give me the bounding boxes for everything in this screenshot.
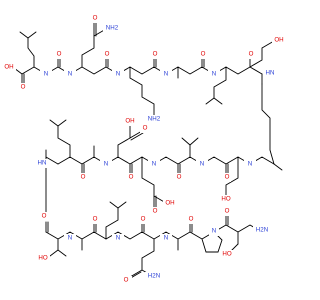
- ala-carbonyl-label: O: [201, 51, 206, 58]
- asp-carbonyl-label: O: [129, 174, 134, 181]
- amide-n-2: N: [68, 71, 72, 78]
- lys-amine-label: NH2: [148, 116, 161, 123]
- amide-n-12: N: [164, 235, 168, 242]
- leu2-amide-label: HN: [38, 160, 47, 167]
- amide-n-11: N: [116, 235, 120, 242]
- ala3-carbonyl-label: O: [93, 216, 98, 223]
- ser1-hydroxyl-label: OH: [274, 37, 283, 44]
- gly-carbonyl-label: O: [57, 51, 62, 58]
- thr-carbonyl-label: O: [42, 213, 47, 220]
- glu-side-carbonyl-label: O: [153, 208, 158, 215]
- amide-n-6: N: [104, 161, 108, 168]
- gln1-side-amide-label: NH2: [106, 25, 119, 32]
- asp-side-carbonyl-label: O: [143, 125, 148, 132]
- glu-carbonyl-label: O: [177, 174, 182, 181]
- peptide-structure-diagram: OH O O O O O O N N N N N O NH2 NH2: [2, 14, 286, 285]
- asp-side-hydroxyl-label: OH: [125, 118, 134, 125]
- gln3-side-amide-label: H2N: [148, 273, 160, 280]
- leu-carbonyl-label: O: [249, 51, 254, 58]
- amide-n-4: N: [164, 71, 168, 78]
- c-terminal-hydroxyl-label: OH: [4, 64, 13, 71]
- ser1-amide-label: HN: [266, 70, 275, 77]
- amide-n-5: N: [212, 71, 216, 78]
- amide-n-8: N: [200, 161, 204, 168]
- c-terminal-carbonyl-label: O: [21, 84, 26, 91]
- gln1-side-carbonyl-label: O: [93, 15, 98, 22]
- amide-n-9: N: [248, 161, 252, 168]
- amide-n-10: N: [68, 235, 72, 242]
- pro-ring-n-label: N: [212, 228, 216, 235]
- val-carbonyl-label: O: [225, 174, 230, 181]
- gln-carbonyl-label: O: [105, 51, 110, 58]
- atom-labels: OH O O O O O O N N N N N O NH2 NH2: [2, 14, 286, 285]
- n-terminal-amine-label: H2N: [256, 227, 268, 234]
- amide-n-1: N: [44, 71, 48, 78]
- lys-carbonyl-label: O: [153, 51, 158, 58]
- thr-hydroxyl-label: HO: [38, 255, 47, 262]
- gln3-side-carbonyl-label: O: [124, 277, 129, 284]
- bond-lines: [13, 21, 283, 280]
- pro-carbonyl-label: O: [225, 208, 230, 215]
- amide-n-3: N: [116, 71, 120, 78]
- ser2-hydroxyl-label: HO: [221, 196, 230, 203]
- leu2-carbonyl-label: O: [81, 174, 86, 181]
- gln3-carbonyl-label: O: [189, 216, 194, 223]
- ser3-hydroxyl-label: HO: [222, 251, 231, 258]
- amide-n-7: N: [152, 161, 156, 168]
- leu3-carbonyl-label: O: [141, 216, 146, 223]
- glu-side-hydroxyl-label: OH: [165, 200, 174, 207]
